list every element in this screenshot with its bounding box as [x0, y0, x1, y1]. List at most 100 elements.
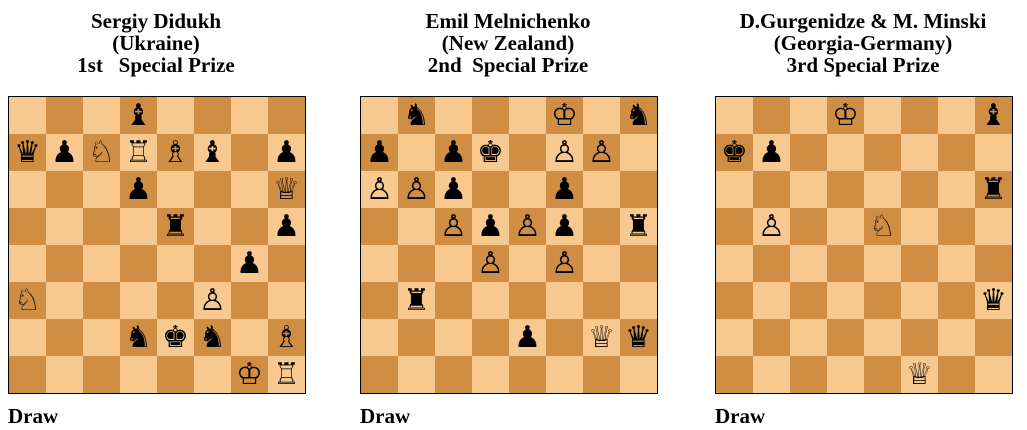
board-square — [975, 356, 1012, 393]
board-square — [157, 356, 194, 393]
board-square — [827, 319, 864, 356]
board-square — [9, 356, 46, 393]
black-bishop-icon: ♝ — [980, 101, 1007, 131]
board-square: ♘ — [864, 208, 901, 245]
board-square — [194, 208, 231, 245]
board-square: ♖ — [268, 356, 305, 393]
board-square: ♔ — [231, 356, 268, 393]
board-square — [901, 245, 938, 282]
board-square — [864, 245, 901, 282]
board-square — [827, 356, 864, 393]
board-square — [9, 208, 46, 245]
board-square: ♛ — [9, 134, 46, 171]
board-square: ♞ — [398, 97, 435, 134]
board-square — [398, 356, 435, 393]
board-square — [435, 245, 472, 282]
board-square: ♜ — [620, 208, 657, 245]
board-square — [790, 97, 827, 134]
white-knight-icon: ♘ — [88, 138, 115, 168]
board-square — [753, 97, 790, 134]
board-square — [975, 245, 1012, 282]
white-queen-icon: ♕ — [273, 175, 300, 205]
board-square: ♞ — [120, 319, 157, 356]
black-rook-icon: ♜ — [980, 175, 1007, 205]
board-square — [583, 356, 620, 393]
board-square — [194, 356, 231, 393]
prize-label: 1st Special Prize — [6, 54, 306, 76]
board-square: ♚ — [157, 319, 194, 356]
study-result: Draw — [715, 404, 765, 429]
white-king-icon: ♔ — [832, 101, 859, 131]
board-square — [790, 319, 827, 356]
board-square: ♜ — [157, 208, 194, 245]
board-square — [9, 245, 46, 282]
board-square — [157, 245, 194, 282]
white-knight-icon: ♘ — [869, 212, 896, 242]
board-square — [546, 282, 583, 319]
board-square — [975, 134, 1012, 171]
board-square — [398, 134, 435, 171]
board-square — [268, 245, 305, 282]
white-pawn-icon: ♙ — [551, 249, 578, 279]
board-square — [620, 245, 657, 282]
black-pawn-icon: ♟ — [551, 175, 578, 205]
board-square — [864, 97, 901, 134]
study-heading: Sergiy Didukh (Ukraine) 1st Special Priz… — [6, 10, 306, 76]
board-square: ♔ — [827, 97, 864, 134]
board-square — [716, 171, 753, 208]
board-square — [901, 282, 938, 319]
board-square: ♙ — [583, 134, 620, 171]
board-square — [46, 171, 83, 208]
board-square — [231, 208, 268, 245]
study-panel-1: Sergiy Didukh (Ukraine) 1st Special Priz… — [6, 0, 306, 430]
board-square — [938, 356, 975, 393]
black-king-icon: ♚ — [477, 138, 504, 168]
board-square: ♜ — [398, 282, 435, 319]
board-square — [120, 356, 157, 393]
board-square — [435, 282, 472, 319]
board-square: ♘ — [83, 134, 120, 171]
white-queen-icon: ♕ — [588, 323, 615, 353]
board-square: ♚ — [472, 134, 509, 171]
board-square — [753, 356, 790, 393]
white-pawn-icon: ♙ — [440, 212, 467, 242]
board-square: ♟ — [435, 171, 472, 208]
board-square — [9, 171, 46, 208]
board-square — [716, 356, 753, 393]
board-square — [975, 208, 1012, 245]
board-square — [753, 282, 790, 319]
white-pawn-icon: ♙ — [758, 212, 785, 242]
black-pawn-icon: ♟ — [236, 249, 263, 279]
board-square — [472, 356, 509, 393]
white-pawn-icon: ♙ — [403, 175, 430, 205]
board-square: ♙ — [194, 282, 231, 319]
composer-country: (Ukraine) — [6, 32, 306, 54]
board-square — [83, 356, 120, 393]
board-square — [231, 319, 268, 356]
board-square — [938, 282, 975, 319]
board-square — [9, 97, 46, 134]
board-square: ♟ — [435, 134, 472, 171]
board-square — [46, 319, 83, 356]
white-rook-icon: ♖ — [273, 360, 300, 390]
board-square — [938, 319, 975, 356]
white-rook-icon: ♖ — [125, 138, 152, 168]
board-square — [753, 319, 790, 356]
board-square — [120, 282, 157, 319]
chess-board: ♝♛♟♘♖♗♝♟♟♕♜♟♟♘♙♞♚♞♗♔♖ — [8, 96, 306, 394]
board-square — [827, 171, 864, 208]
board-square: ♟ — [46, 134, 83, 171]
composer-name: Emil Melnichenko — [358, 10, 658, 32]
board-square — [753, 171, 790, 208]
black-bishop-icon: ♝ — [125, 101, 152, 131]
board-square: ♝ — [194, 134, 231, 171]
board-square — [583, 245, 620, 282]
board-square — [83, 245, 120, 282]
board-square: ♙ — [546, 245, 583, 282]
board-square — [46, 245, 83, 282]
board-square — [901, 319, 938, 356]
black-bishop-icon: ♝ — [199, 138, 226, 168]
board-square — [83, 282, 120, 319]
board-square — [435, 97, 472, 134]
study-result: Draw — [8, 404, 58, 429]
